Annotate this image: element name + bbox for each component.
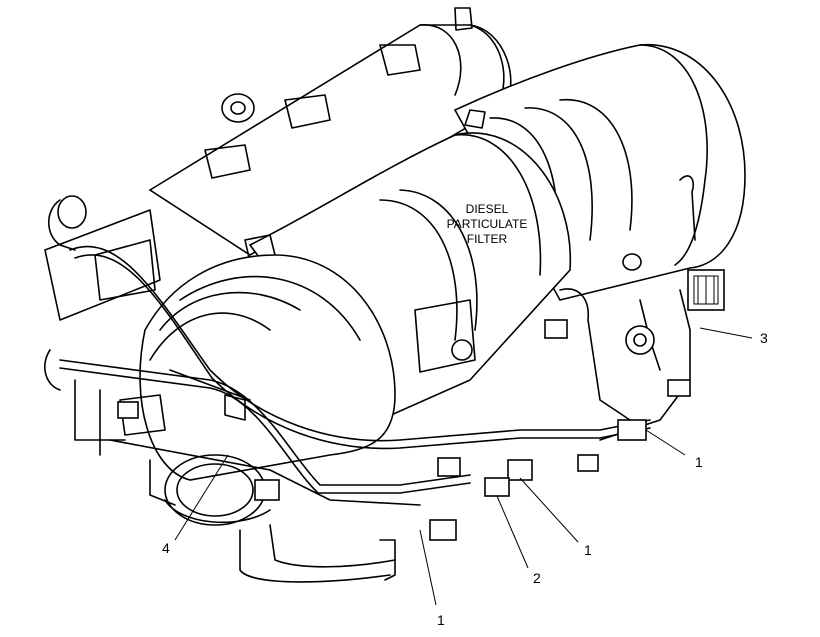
callout-1-center: 1 <box>584 542 592 558</box>
leader-1-center <box>519 477 579 543</box>
callout-2: 2 <box>533 570 541 586</box>
left-cylinder <box>139 254 396 526</box>
connector-2 <box>484 477 510 497</box>
label-line-3: FILTER <box>467 232 508 246</box>
connector-1-right <box>617 419 647 441</box>
connectors <box>117 269 725 541</box>
label-line-1: DIESEL <box>466 202 509 216</box>
bottom-pipes <box>149 459 396 583</box>
connector-1-center <box>507 459 533 481</box>
callout-1-right: 1 <box>695 454 703 470</box>
callouts: 3 1 1 2 1 4 <box>162 330 768 628</box>
leader-1-bottom <box>419 529 437 606</box>
wire-harness <box>59 245 691 506</box>
leader-1-right <box>645 429 686 456</box>
label-line-2: PARTICULATE <box>447 217 528 231</box>
leader-lines <box>174 327 753 606</box>
connector-1-bottom <box>429 519 457 541</box>
upper-cylinder <box>148 7 512 256</box>
callout-1-bottom: 1 <box>437 612 445 628</box>
callout-3: 3 <box>760 330 768 346</box>
leader-2 <box>496 495 529 569</box>
leader-4 <box>174 454 229 541</box>
leader-3 <box>699 327 753 339</box>
callout-4: 4 <box>162 540 170 556</box>
dpf-label: DIESEL PARTICULATE FILTER <box>447 202 528 246</box>
left-frame <box>44 195 166 456</box>
